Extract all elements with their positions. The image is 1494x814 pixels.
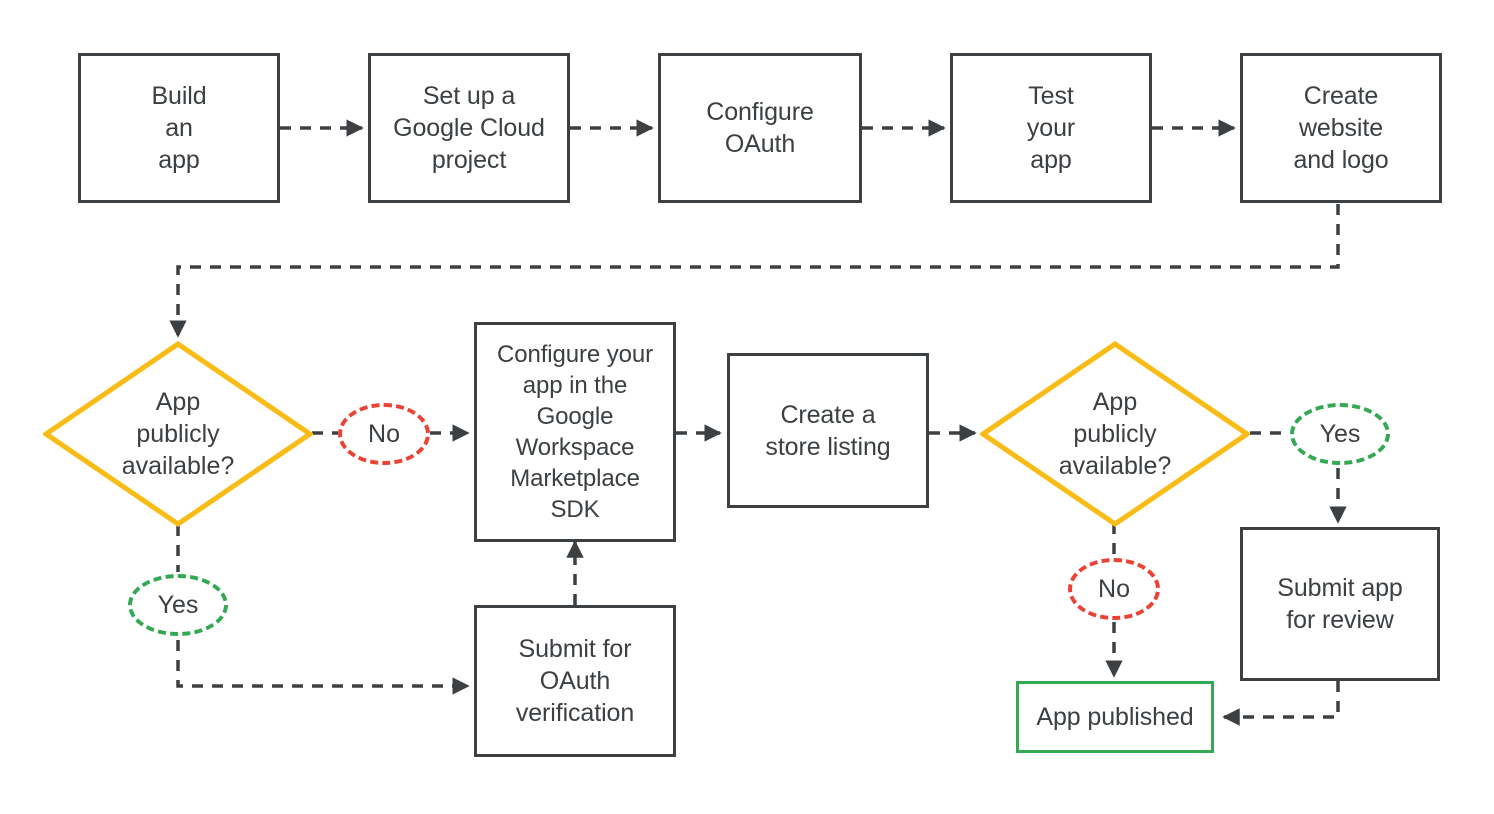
branch-label-no-1: No: [338, 403, 430, 465]
node-build-an-app[interactable]: Build an app: [78, 53, 280, 203]
node-label: Configure OAuth: [706, 98, 814, 158]
node-label: Build an app: [151, 82, 207, 174]
node-submit-app-for-review[interactable]: Submit app for review: [1240, 527, 1440, 681]
edge-yes1-to-submit-oauth: [176, 640, 470, 695]
node-label: App published: [1036, 703, 1194, 731]
node-app-published[interactable]: App published: [1016, 681, 1214, 753]
node-label: Submit app for review: [1277, 574, 1403, 634]
edge-submit-review-to-app-published: [1222, 681, 1340, 726]
edge-website-to-decision1: [169, 204, 1340, 338]
branch-label-yes-1: Yes: [128, 574, 228, 636]
node-create-website-and-logo[interactable]: Create website and logo: [1240, 53, 1442, 203]
branch-label-no-2: No: [1068, 558, 1160, 620]
node-app-publicly-available-2[interactable]: App publicly available?: [980, 341, 1250, 527]
node-label: Submit for OAuth verification: [515, 635, 635, 727]
node-label: Create a store listing: [765, 400, 891, 461]
branch-label-text: Yes: [157, 590, 199, 619]
node-label: Configure your app in the Google Workspa…: [496, 341, 654, 523]
node-create-a-store-listing[interactable]: Create a store listing: [727, 353, 929, 508]
node-submit-for-oauth-verification[interactable]: Submit for OAuth verification: [474, 605, 676, 757]
node-configure-oauth[interactable]: Configure OAuth: [658, 53, 862, 203]
branch-label-text: Yes: [1319, 419, 1361, 448]
branch-label-yes-2: Yes: [1290, 403, 1390, 465]
diamond-shape: [980, 341, 1250, 527]
node-set-up-google-cloud-project[interactable]: Set up a Google Cloud project: [368, 53, 570, 203]
node-label: Create website and logo: [1293, 82, 1389, 174]
node-label: Set up a Google Cloud project: [393, 82, 545, 174]
branch-label-text: No: [368, 419, 400, 448]
node-label: App publicly available?: [121, 388, 235, 480]
node-label: App publicly available?: [1058, 388, 1172, 480]
branch-label-text: No: [1098, 574, 1130, 603]
node-configure-app-in-marketplace-sdk[interactable]: Configure your app in the Google Workspa…: [474, 322, 676, 542]
node-label: Test your app: [1026, 82, 1076, 174]
diamond-shape: [43, 341, 313, 527]
node-app-publicly-available-1[interactable]: App publicly available?: [43, 341, 313, 527]
node-test-your-app[interactable]: Test your app: [950, 53, 1152, 203]
